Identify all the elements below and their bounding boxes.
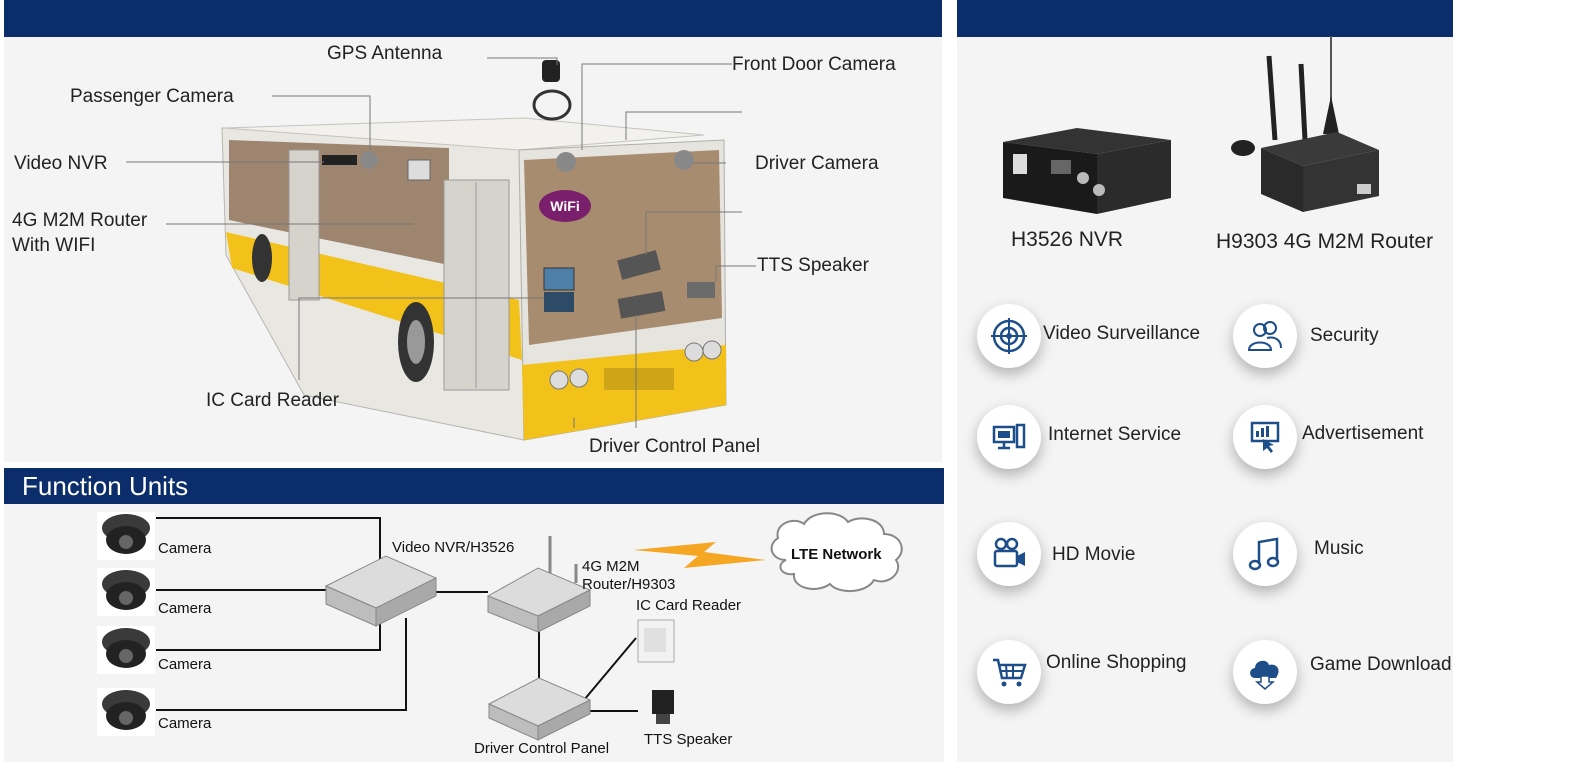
nvr-product-label: H3526 NVR (1011, 228, 1124, 251)
driver-control-panel-label: Driver Control Panel (474, 740, 610, 757)
camera-icon-3 (97, 626, 155, 674)
products-header-bar (957, 0, 1453, 37)
router-label-line1: 4G M2M (582, 558, 640, 575)
feature-online-shopping-label: Online Shopping (1046, 652, 1187, 673)
feature-online-shopping-circle (977, 640, 1041, 704)
camera-label-4: Camera (158, 715, 212, 732)
feature-game-download-label: Game Download (1310, 654, 1452, 675)
feature-internet-service-circle (977, 405, 1041, 469)
feature-music-circle (1233, 522, 1297, 586)
feature-security-label: Security (1310, 325, 1379, 346)
camera-icon-4 (97, 688, 155, 736)
label-driver-control-panel: Driver Control Panel (589, 436, 761, 457)
router-device-illustration (1231, 36, 1379, 212)
feature-advertisement-label: Advertisement (1302, 423, 1424, 444)
function-units-diagram (97, 512, 903, 741)
ic-card-reader-label: IC Card Reader (636, 597, 742, 614)
products-panel: H3526 NVR H9303 4G M2M Router Video Surv… (957, 0, 1453, 762)
function-units-panel: Function Units (4, 468, 944, 762)
bus-diagram-panel: WiFi GPS Antenna Front Door Camera Passe… (4, 0, 942, 462)
label-driver-camera: Driver Camera (755, 153, 879, 174)
target-icon (991, 318, 1027, 354)
camera-label-3: Camera (158, 656, 212, 673)
computer-icon (992, 423, 1026, 450)
router-product-label: H9303 4G M2M Router (1216, 230, 1434, 253)
label-video-nvr: Video NVR (14, 153, 108, 174)
feature-hd-movie-label: HD Movie (1052, 544, 1136, 565)
nvr-device-illustration (1003, 128, 1171, 214)
camera-icon-1 (97, 512, 155, 560)
display-touch-icon (1250, 421, 1280, 453)
camera-label-1: Camera (158, 540, 212, 557)
video-camera-icon (993, 537, 1025, 568)
feature-music-label: Music (1314, 538, 1364, 559)
label-router-line1: 4G M2M Router (12, 210, 148, 231)
label-router-line2: With WIFI (12, 235, 96, 256)
label-ic-card-reader: IC Card Reader (206, 390, 340, 411)
feature-internet-service-label: Internet Service (1048, 424, 1182, 445)
wifi-badge: WiFi (539, 190, 591, 222)
feature-advertisement-circle (1233, 405, 1297, 469)
tts-speaker-label: TTS Speaker (644, 731, 733, 748)
cloud-download-icon (1250, 660, 1279, 690)
users-icon (1247, 321, 1282, 351)
label-tts-speaker: TTS Speaker (757, 255, 869, 276)
camera-label-2: Camera (158, 600, 212, 617)
feature-video-surveillance-label: Video Surveillance (1043, 323, 1201, 344)
label-gps-antenna: GPS Antenna (327, 43, 443, 64)
label-front-door-camera: Front Door Camera (732, 54, 896, 75)
lte-network-label: LTE Network (791, 546, 882, 563)
shopping-cart-icon (993, 658, 1027, 687)
feature-hd-movie-circle (977, 522, 1041, 586)
music-note-icon (1248, 537, 1280, 571)
camera-icon-2 (97, 568, 155, 616)
function-units-title: Function Units (22, 471, 189, 501)
feature-game-download-circle (1233, 640, 1297, 704)
label-passenger-camera: Passenger Camera (70, 86, 234, 107)
bus-diagram-header-bar (4, 0, 942, 37)
router-label-line2: Router/H9303 (582, 576, 676, 593)
function-units-header-bar (4, 468, 944, 504)
feature-video-surveillance-circle (977, 304, 1041, 368)
feature-security-circle (1233, 304, 1297, 368)
nvr-label: Video NVR/H3526 (392, 539, 515, 556)
